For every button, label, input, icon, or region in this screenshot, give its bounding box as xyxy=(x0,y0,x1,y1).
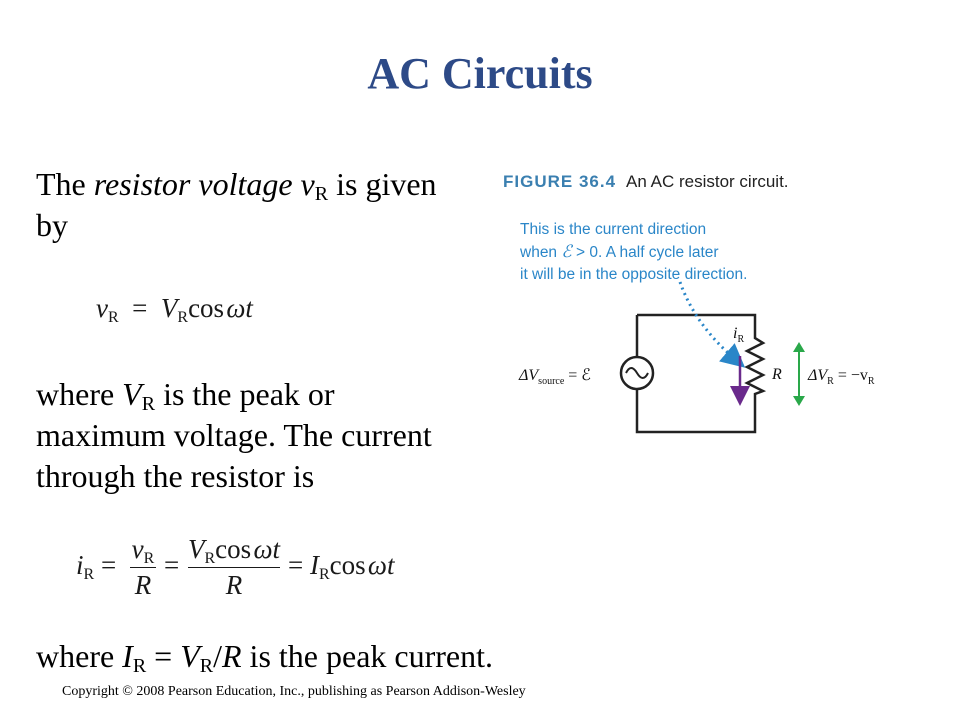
resistor-label: R xyxy=(771,366,782,383)
copyright-notice: Copyright © 2008 Pearson Education, Inc.… xyxy=(62,684,526,699)
resistor-voltage-intro: The resistor voltage vR is given by xyxy=(36,166,437,243)
note-pointer-arrow xyxy=(678,281,746,368)
figure-caption: FIGURE 36.4 An AC resistor circuit. xyxy=(503,172,789,192)
slide-title: AC Circuits xyxy=(367,49,593,98)
resistor-voltage-equation: vR = VRcos ωt xyxy=(96,293,253,326)
current-label: iR xyxy=(733,325,744,345)
current-direction-note: This is the current direction when ℰ > 0… xyxy=(520,221,748,283)
circuit-wire xyxy=(635,313,757,434)
source-voltage-label: ΔVsource = ℰ xyxy=(518,367,591,387)
resistor-icon xyxy=(744,330,767,400)
peak-voltage-text: where VR is the peak or maximum voltage.… xyxy=(36,376,432,494)
ac-resistor-circuit-diagram: ΔVsource = ℰ iR R ΔVR = −vR xyxy=(518,281,875,434)
ac-source-icon xyxy=(619,355,655,391)
voltage-double-arrow-icon xyxy=(793,342,805,406)
resistor-current-equation: iR = vR R = VRcos ωt R = IRcos ωt xyxy=(76,534,395,600)
fraction-vrcos-over-r: VRcos ωt R xyxy=(188,534,281,600)
resistor-voltage-drop-label: ΔVR = −vR xyxy=(807,367,875,387)
figure-number: FIGURE 36.4 xyxy=(503,172,617,191)
figure-caption-text: An AC resistor circuit. xyxy=(626,172,789,191)
fraction-vr-over-r: vR R xyxy=(130,534,156,600)
peak-current-text: where IR = VR/R is the peak current. xyxy=(36,638,493,677)
